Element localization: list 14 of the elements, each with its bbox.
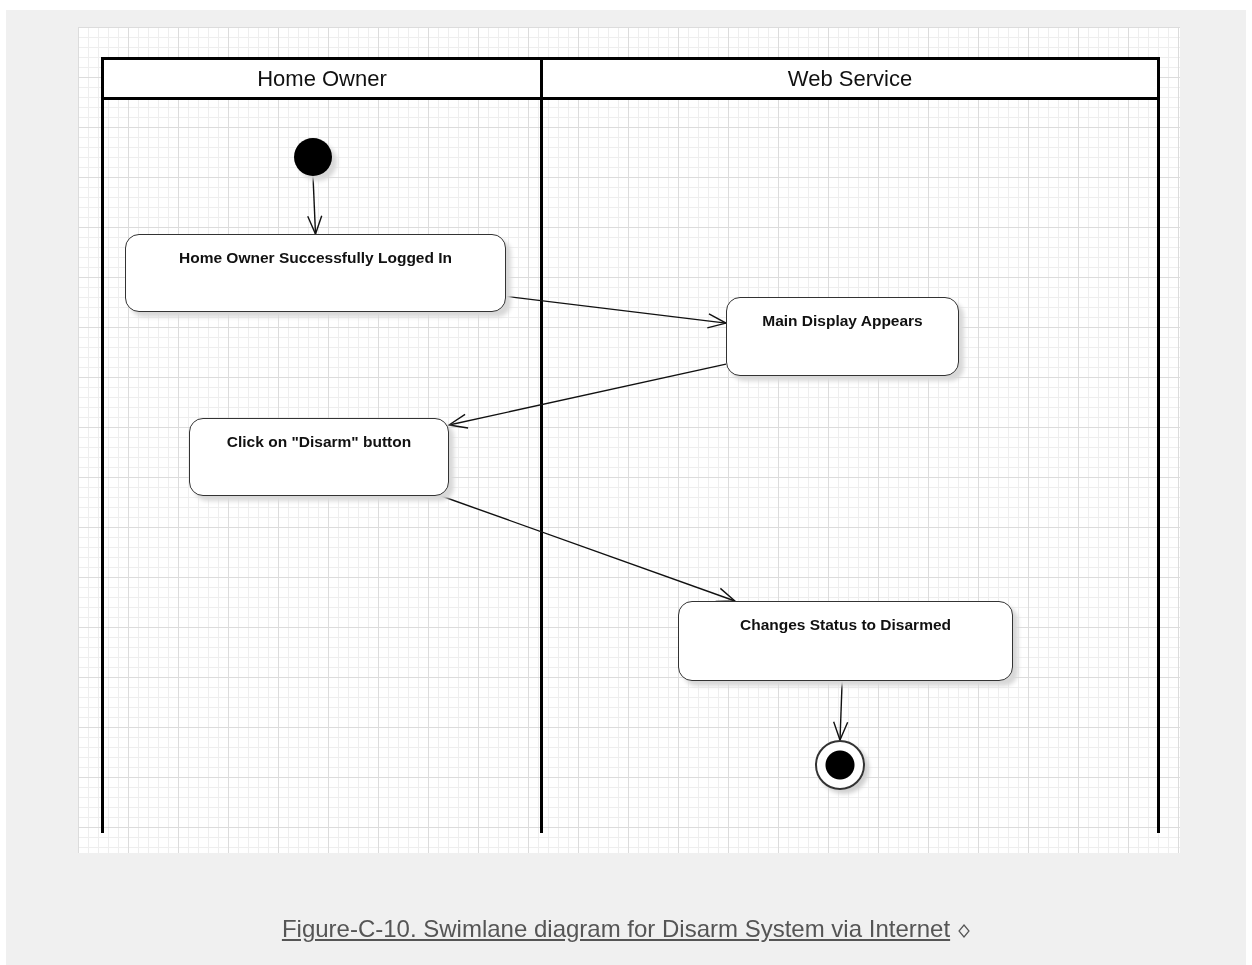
- control-flow-arrow: [440, 495, 736, 603]
- lane-header: Home Owner: [104, 60, 540, 100]
- activity-box: Click on "Disarm" button: [189, 418, 449, 496]
- figure-caption: Figure-C-10. Swimlane diagram for Disarm System via Internet: [281, 915, 951, 942]
- control-flow-arrow: [307, 175, 323, 235]
- swimlane: [101, 57, 543, 833]
- activity-box: Main Display Appears: [726, 297, 959, 376]
- control-flow-arrow: [505, 295, 727, 329]
- activity-box: Home Owner Successfully Logged In: [125, 234, 506, 312]
- control-flow-arrow: [832, 680, 849, 741]
- control-flow-arrow: [448, 363, 727, 429]
- swimlane: [540, 57, 1160, 833]
- lane-header: Web Service: [543, 60, 1157, 100]
- activity-box: Changes Status to Disarmed: [678, 601, 1013, 681]
